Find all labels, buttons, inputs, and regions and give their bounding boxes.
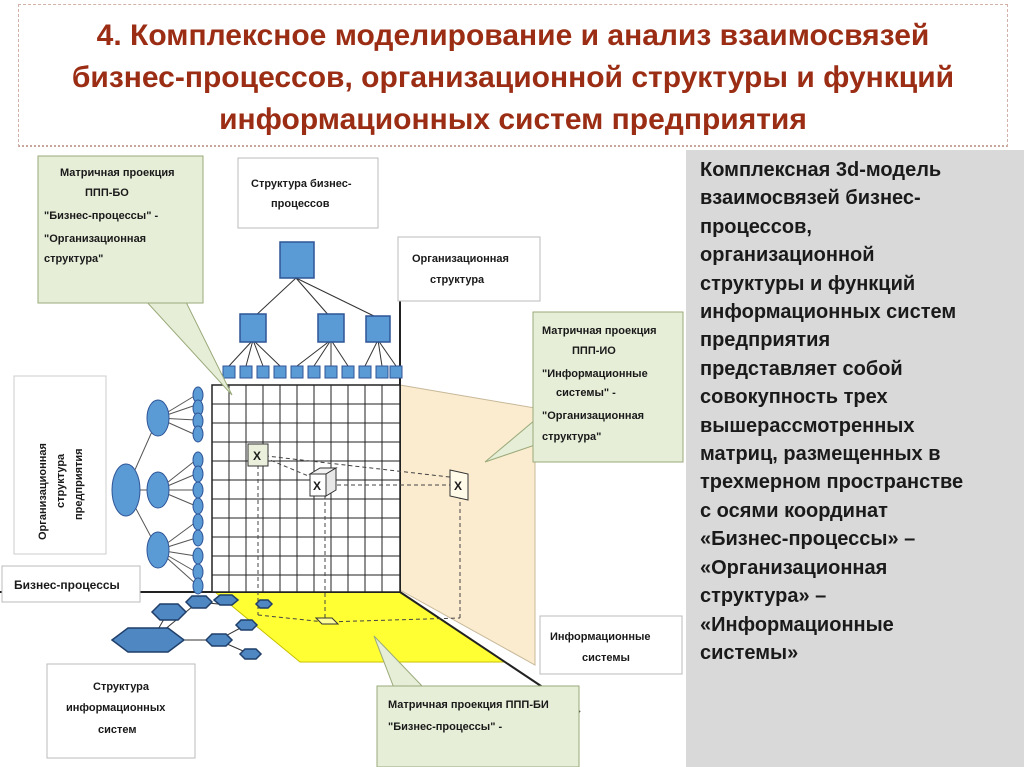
description-line: процессов,	[700, 215, 812, 238]
description-line: информационных систем	[700, 301, 957, 324]
bp-structure-label: Структура бизнес- процессов	[251, 178, 355, 210]
description-line: структуры и функций	[700, 272, 916, 295]
org-enterprise-line: структура	[55, 453, 67, 508]
title-frame: 4. Комплексное моделирование и анализ вз…	[18, 4, 1008, 147]
description-line: организационной	[700, 244, 875, 267]
bp-leaf-nodes	[222, 365, 403, 379]
description-line: взаимосвязей бизнес-	[700, 187, 921, 210]
description-text: Комплексная 3d-модель взаимосвязей бизне…	[700, 156, 1018, 667]
description-line: совокупность трех	[700, 386, 888, 409]
x-mark-floor	[314, 617, 340, 625]
bp-axis-label: Бизнес-процессы	[14, 578, 120, 592]
slide-title: 4. Комплексное моделирование и анализ вз…	[19, 15, 1007, 141]
description-line: матриц, размещенных в	[700, 443, 941, 466]
callout-bp-os-text: Матричная проекция ППП-БО "Бизнес-процес…	[44, 167, 178, 265]
description-line: «Организационная	[700, 556, 888, 579]
callout-is-os-text: Матричная проекция ППП-ИО "Информационны…	[542, 325, 660, 443]
x-mark-grid: X	[247, 443, 269, 467]
org-axis-label-box	[397, 236, 541, 302]
is-nodes	[110, 594, 274, 660]
model-3d-diagram: X X X Матричная проекция ППП-БО "Бизнес-…	[0, 155, 684, 767]
bp-axis-label-box	[1, 565, 141, 603]
org-axis-label: Организационная структура	[412, 253, 512, 286]
bp-node	[239, 313, 267, 343]
x-mark-wall: X	[449, 469, 469, 501]
slide-title-line: информационных систем предприятия	[219, 103, 807, 136]
grid-lines	[212, 385, 400, 592]
description-line: «Бизнес-процессы» –	[700, 528, 916, 551]
bp-tree-connectors	[228, 277, 397, 367]
bp-node	[317, 313, 345, 343]
org-enterprise-rotated: предприятия	[73, 448, 85, 520]
bp-root-node	[279, 241, 315, 279]
description-line: вышерассмотренных	[700, 414, 915, 437]
description-line: структура» –	[700, 585, 827, 608]
is-axis-label: Информационные системы	[550, 631, 654, 664]
callout-bp-is	[376, 685, 580, 767]
description-line: представляет собой	[700, 357, 903, 380]
x-mark-cube-label: X	[313, 479, 321, 493]
description-line: трехмерном пространстве	[700, 471, 964, 494]
x-mark-grid-label: X	[253, 449, 261, 463]
description-line: системы»	[700, 641, 799, 664]
description-panel: Комплексная 3d-модель взаимосвязей бизне…	[686, 150, 1024, 767]
x-mark-wall-label: X	[454, 479, 462, 493]
org-nodes	[111, 386, 204, 595]
description-line: предприятия	[700, 329, 831, 352]
is-structure-label-box	[46, 663, 196, 759]
is-axis-label-box	[539, 615, 683, 675]
bp-node	[365, 315, 391, 343]
slide-title-line: бизнес-процессов, организационной структ…	[71, 61, 955, 94]
description-line: Комплексная 3d-модель	[700, 159, 942, 181]
org-enterprise-label-box	[13, 375, 107, 555]
callout-bp-os	[37, 155, 204, 304]
org-enterprise-rotated: структура	[55, 453, 67, 508]
org-enterprise-line: предприятия	[73, 448, 85, 520]
org-enterprise-line: Организационная	[37, 443, 49, 540]
slide-title-line: 4. Комплексное моделирование и анализ вз…	[96, 19, 930, 52]
description-line: «Информационные	[700, 613, 894, 636]
callout-bp-os-pointer	[143, 299, 233, 396]
org-enterprise-rotated: Организационная	[37, 443, 49, 540]
x-mark-cube: X	[308, 467, 338, 497]
description-line: с осями координат	[700, 499, 888, 522]
callout-bp-is-text: Матричная проекция ППП-БИ "Бизнес-процес…	[388, 699, 552, 733]
bp-os-matrix-grid	[211, 384, 401, 593]
callout-is-os	[532, 311, 684, 463]
is-structure-label: Структура информационных систем	[66, 681, 168, 736]
bp-structure-label-box	[237, 157, 379, 229]
